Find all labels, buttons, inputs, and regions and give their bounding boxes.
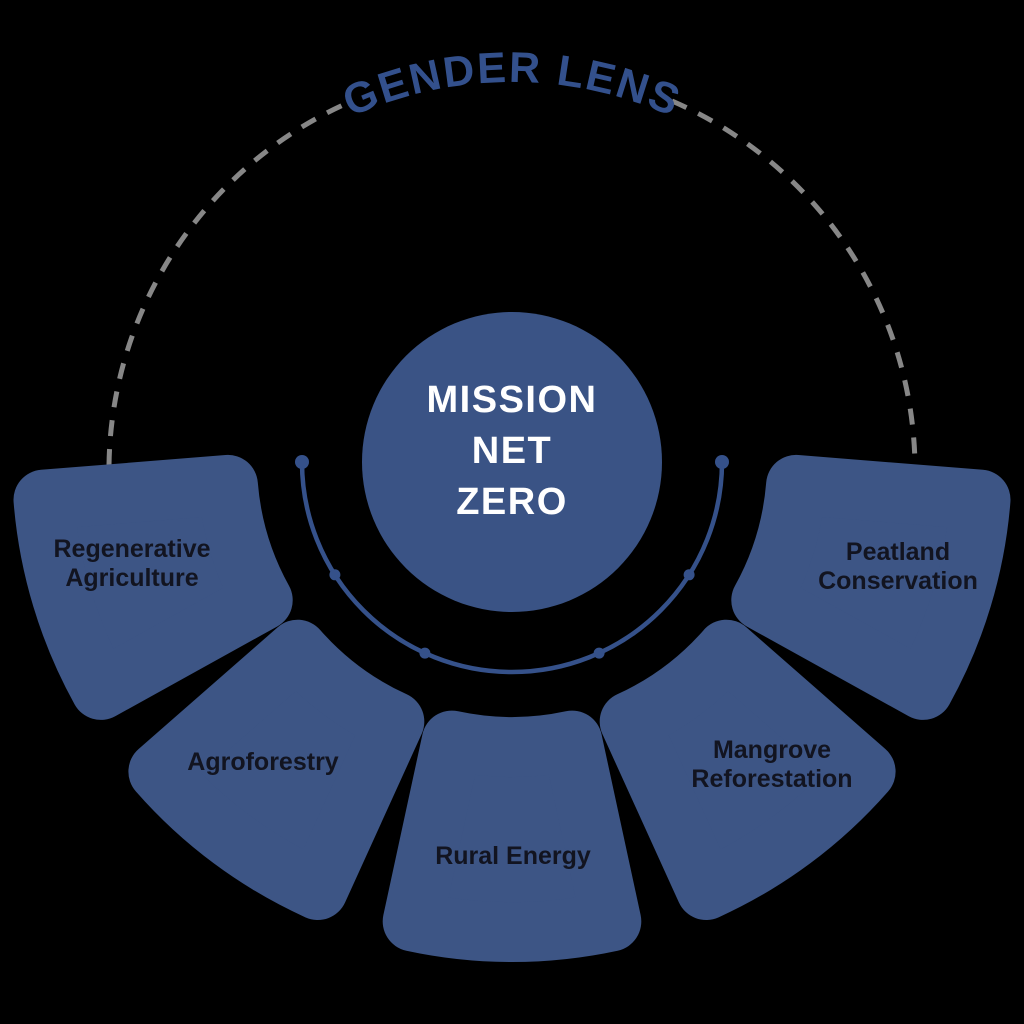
connector-arc [299,461,725,675]
petal-peatland-conservation [731,454,1011,720]
dashed-circle-arc-left [106,98,353,466]
mission-title-line-2: NET [472,430,553,472]
mission-net-zero-circle [362,312,662,612]
connector-dot [295,455,309,469]
mission-title-line-1: MISSION [427,379,598,421]
label-peatland-conservation-line-2: Conservation [818,567,978,595]
petal-mangrove-reforestation [599,619,896,920]
gender-lens-label: GENDER LENS [336,44,688,126]
connector-dot [419,647,431,659]
label-rural-energy: Rural Energy [435,842,591,870]
mission-title-line-3: ZERO [456,481,568,523]
petal-agroforestry [128,619,425,920]
label-regenerative-agriculture-line-1: Regenerative [53,535,210,563]
label-agroforestry: Agroforestry [187,748,339,776]
connector-dot [329,569,341,581]
petal-regenerative-agriculture [13,454,293,720]
petal-rural-energy [382,710,642,963]
label-regenerative-agriculture-line-2: Agriculture [65,564,198,592]
label-mangrove-reforestation-line-2: Reforestation [691,765,852,793]
label-peatland-conservation-line-1: Peatland [846,538,950,566]
connector-dot [683,569,695,581]
connector-dot [593,647,605,659]
connector-dot [715,455,729,469]
dashed-circle-arc-right [671,98,918,466]
label-mangrove-reforestation-line-1: Mangrove [713,736,831,764]
